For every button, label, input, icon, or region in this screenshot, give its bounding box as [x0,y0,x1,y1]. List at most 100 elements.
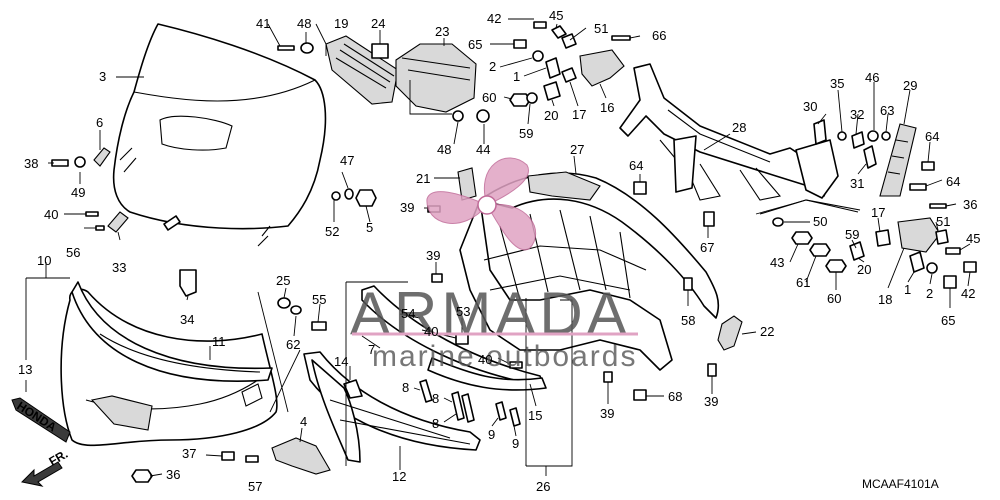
callout-64: 64 [629,158,643,173]
grommet-59a [526,92,538,104]
watermark-tagline: marine outboards [372,340,637,373]
callout-58: 58 [681,313,695,328]
bolt-36 [929,203,947,209]
nut-43 [791,231,813,245]
washer-2b [926,262,938,274]
callout-33: 33 [112,260,126,275]
screw-39d [707,363,717,377]
clip-45a [551,25,567,39]
emblem-strip-13 [11,397,71,443]
callout-21: 21 [416,171,430,186]
callout-68: 68 [668,389,682,404]
callout-8: 8 [432,416,439,431]
callout-2: 2 [926,286,933,301]
nut-46 [867,130,879,142]
callout-45: 45 [549,8,563,23]
callout-25: 25 [276,273,290,288]
callout-26: 26 [536,479,550,494]
callout-31: 31 [850,176,864,191]
callout-5: 5 [366,220,373,235]
callout-10: 10 [37,253,51,268]
callout-16: 16 [600,100,614,115]
callout-37: 37 [182,446,196,461]
nut-36b [131,469,153,483]
callout-13: 13 [18,362,32,377]
callout-55: 55 [312,292,326,307]
mount-33 [107,211,129,233]
callout-46: 46 [865,70,879,85]
callout-34: 34 [180,312,194,327]
front-arrow-icon [20,461,63,487]
callout-66: 66 [652,28,666,43]
parts-layer [11,21,977,487]
callout-18: 18 [878,292,892,307]
callout-51: 51 [936,214,950,229]
callout-30: 30 [803,99,817,114]
callout-40: 40 [44,207,58,222]
callout-38: 38 [24,156,38,171]
bracket-30 [813,119,827,145]
grommet-65b [943,275,957,289]
callout-28: 28 [732,120,746,135]
callout-59: 59 [845,227,859,242]
callout-53: 53 [456,304,470,319]
nut-48a [300,42,314,54]
bolt-66a [611,35,631,41]
callout-6: 6 [96,115,103,130]
clip-24 [371,43,389,59]
nut-61 [809,243,831,257]
group-brackets [25,199,859,476]
screw-37 [221,451,235,461]
clamp-17a [561,67,577,83]
screw-40c [509,361,523,369]
callout-1: 1 [513,69,520,84]
callout-63: 63 [880,103,894,118]
washer-62 [290,305,302,315]
fork-line [759,199,861,215]
callout-numbers: 41 48 19 24 23 42 45 51 66 65 2 1 3 6 38… [18,8,980,494]
duct-23 [395,43,477,113]
washer-50 [772,217,784,227]
callout-62: 62 [286,337,300,352]
screw-45b [945,247,961,255]
propeller-logo-icon [426,157,537,251]
callout-42: 42 [487,11,501,26]
callout-40: 40 [424,324,438,339]
callout-14: 14 [334,354,348,369]
sleeve-1b [909,251,925,273]
callout-24: 24 [371,16,385,31]
front-arrow-label: FR. [47,447,71,469]
watermark: ARMADA marine outboards [350,157,638,373]
clip-14 [343,379,363,399]
callout-39: 39 [600,406,614,421]
diagram-code: MCAAF4101A [862,477,939,491]
callout-57: 57 [248,479,262,494]
leader-lines [48,18,971,477]
callout-4: 4 [300,414,307,429]
grommet-65a [513,39,527,49]
callout-36: 36 [963,197,977,212]
washer-48b [452,110,464,122]
callout-9: 9 [488,427,495,442]
trim-4 [271,437,331,475]
pin-31 [863,145,877,169]
washer-63 [881,131,891,141]
emblem-badge [93,147,111,167]
bolt-41 [277,45,295,51]
callout-17: 17 [871,205,885,220]
nut-52 [331,191,341,201]
callout-11: 11 [212,334,226,349]
clip-8b [451,391,465,421]
bolt-64a [633,181,647,195]
callout-50: 50 [813,214,827,229]
callout-22: 22 [760,324,774,339]
bracket-16 [579,49,625,87]
nut-5 [355,189,377,207]
washer-35 [837,131,847,141]
callout-20: 20 [544,108,558,123]
screw-39c [603,371,613,383]
bolt-38 [51,159,69,167]
nut-44 [476,109,490,123]
callout-20: 20 [857,262,871,277]
screw-39b [431,273,443,283]
